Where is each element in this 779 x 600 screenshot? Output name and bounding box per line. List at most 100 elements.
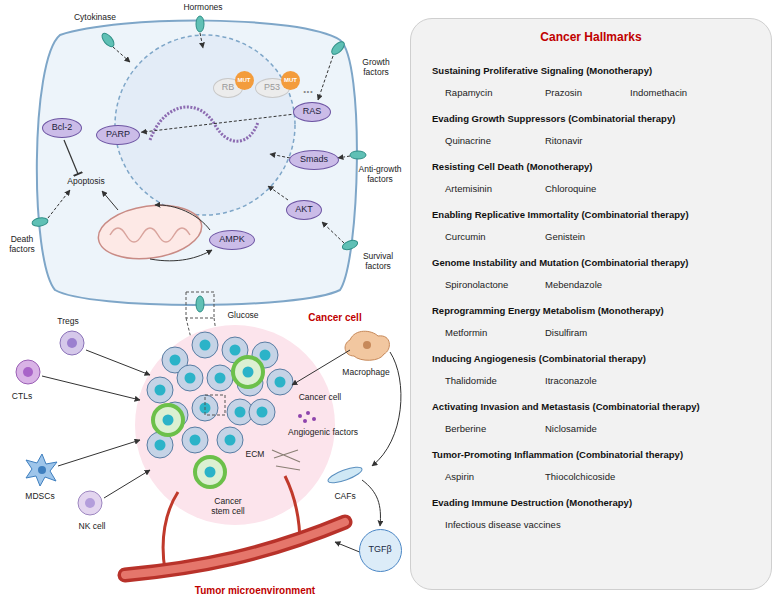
illustration-shape [185,373,196,384]
illustration-shape [257,407,268,418]
illustration-shape [150,250,212,261]
drug-name: Thiocolchicoside [545,472,615,483]
drug-name: Artemisinin [445,184,492,195]
illustration-shape [298,414,302,418]
illustration-shape [335,542,362,553]
hallmark-heading: Enabling Replicative Immortality (Combin… [432,210,689,221]
illustration-shape [85,498,95,508]
illustration-shape [102,191,118,210]
signal-arrow [141,114,291,132]
protein-ellipse: Bcl-2 [42,118,82,138]
drug-name: Niclosamide [545,424,597,435]
illustration-shape [272,450,300,470]
illustration-shape [217,427,243,453]
protein-ellipse: P53MUT [255,78,290,98]
illustration-shape [147,332,293,487]
node-text: MUT [284,77,297,84]
illustration-shape [243,367,254,378]
protein-ellipse: RBMUT [213,78,243,98]
callout-label: ECM [246,450,265,460]
illustration-shape [37,21,357,305]
illustration-shape [303,419,307,423]
drug-name: Infectious disease vaccines [445,520,561,531]
drug-name: Itraconazole [545,376,597,387]
illustration-shape [48,33,350,243]
drug-name: Aspirin [445,472,474,483]
illustration-shape [249,399,275,425]
illustration-shape [233,357,263,387]
illustration-shape [110,228,190,242]
illustration-shape [196,16,204,32]
callout-label: CTLs [12,392,32,402]
drug-name: Prazosin [545,88,582,99]
illustration-shape [78,491,102,515]
illustration-shape [200,340,211,351]
illustration-shape [100,31,116,48]
hallmark-heading: Activating Invasion and Metastasis (Comb… [432,402,700,413]
illustration-shape [186,292,214,318]
drug-name: Thalidomide [445,376,497,387]
callout-label: Cancer cell [308,312,361,324]
illustration-shape [150,107,258,141]
illustration-shape [104,470,150,498]
drug-name: Disulfiram [545,328,587,339]
illustration-shape [67,338,77,348]
node-text: TGFβ [368,545,391,555]
node-text: Cancer Hallmarks [540,31,641,44]
illustration-shape [330,40,347,57]
drug-name: Mebendazole [545,280,602,291]
illustration-shape [31,16,366,312]
illustration-shape [26,454,57,486]
mutation-badge: MUT [281,71,300,90]
callout-label: Hormones [183,3,222,13]
node-text: Bcl-2 [52,123,73,133]
callout-label: Tumor microenvironment [195,585,315,597]
illustration-shape [298,411,316,423]
illustration-shape [135,325,335,525]
illustration-shape [345,331,389,360]
drug-name: Curcumin [445,232,486,243]
drug-name: Metformin [445,328,487,339]
drug-name: Genistein [545,232,585,243]
illustration-shape [270,154,290,158]
illustration-shape [195,457,225,487]
hallmark-heading: Resisting Cell Death (Monotherapy) [432,162,592,173]
protein-ellipse: RAS [293,102,331,122]
illustration-shape [23,367,33,377]
illustration-shape [292,350,350,385]
callout-label: Anti-growth factors [354,165,406,185]
illustration-shape [38,466,46,474]
drug-name: Indomethacin [630,88,687,99]
node-text: RAS [303,107,322,117]
node-text: AMPK [219,235,245,245]
illustration-shape [48,190,70,218]
illustration-shape [141,114,291,132]
protein-ellipse: Smads [289,150,339,170]
illustration-shape [42,376,140,400]
illustration-shape [147,377,173,403]
illustration-shape [267,369,293,395]
hallmark-heading: Sustaining Proliferative Signaling (Mono… [432,66,652,77]
callout-label: ... [303,83,313,97]
illustration-shape [230,345,241,356]
callout-label: Apoptosis [67,177,104,187]
illustration-shape [125,522,345,575]
drug-name: Rapamycin [445,88,493,99]
drug-name: Quinacrine [445,136,491,147]
illustration-shape [338,156,350,158]
illustration-shape [341,239,359,252]
illustration-shape [306,411,310,415]
illustration-shape [363,341,371,349]
illustration-shape [95,199,205,265]
illustration-shape [155,440,166,451]
illustration-shape [362,480,380,526]
protein-ellipse: PARP [96,125,140,145]
callout-label: NK cell [79,522,106,532]
illustration-shape [350,151,366,159]
callout-label: Survival factors [356,252,401,272]
callout-label: Tregs [57,317,78,327]
illustration-shape [260,350,271,361]
drug-name: Spironolactone [445,280,508,291]
illustration-shape [225,435,236,446]
